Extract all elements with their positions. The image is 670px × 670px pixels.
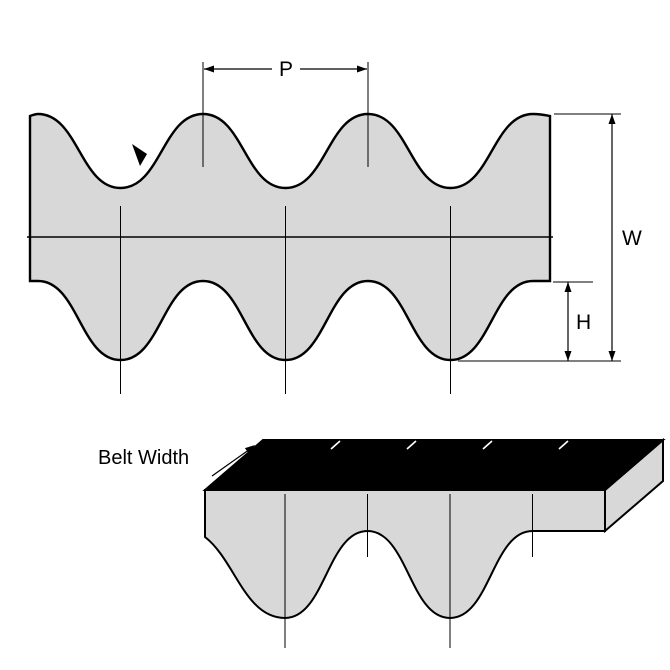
tick-mark <box>406 440 417 450</box>
belt-front-face <box>204 489 606 620</box>
tick-mark <box>482 440 493 450</box>
h-dimension: H <box>553 281 593 361</box>
w-arrowhead-bottom <box>608 351 616 361</box>
belt-top-face <box>202 439 666 491</box>
pitch-label: P <box>279 58 293 81</box>
tooth-height-label: H <box>576 311 591 334</box>
h-arrowhead-bottom <box>564 351 572 361</box>
belt-width-callout: Belt Width <box>98 445 255 477</box>
belt-width-arrowhead <box>244 445 255 454</box>
belt-3d-view: Belt Width <box>98 437 666 648</box>
flank-arrow-mark <box>132 144 147 166</box>
w-dimension: W <box>458 113 642 362</box>
p-arrowhead-right <box>357 65 367 73</box>
tick-mark <box>330 440 341 450</box>
p-arrowhead-left <box>204 65 214 73</box>
belt-width-label: Belt Width <box>98 447 189 469</box>
top-face-tick-marks <box>330 440 569 450</box>
h-arrowhead-top <box>564 282 572 292</box>
belt-cross-section: P W H <box>27 58 642 394</box>
overall-width-label: W <box>622 227 642 250</box>
belt-width-arrow-line <box>211 450 249 477</box>
p-dimension: P <box>202 58 369 167</box>
tick-mark <box>558 440 569 450</box>
w-arrowhead-top <box>608 114 616 124</box>
